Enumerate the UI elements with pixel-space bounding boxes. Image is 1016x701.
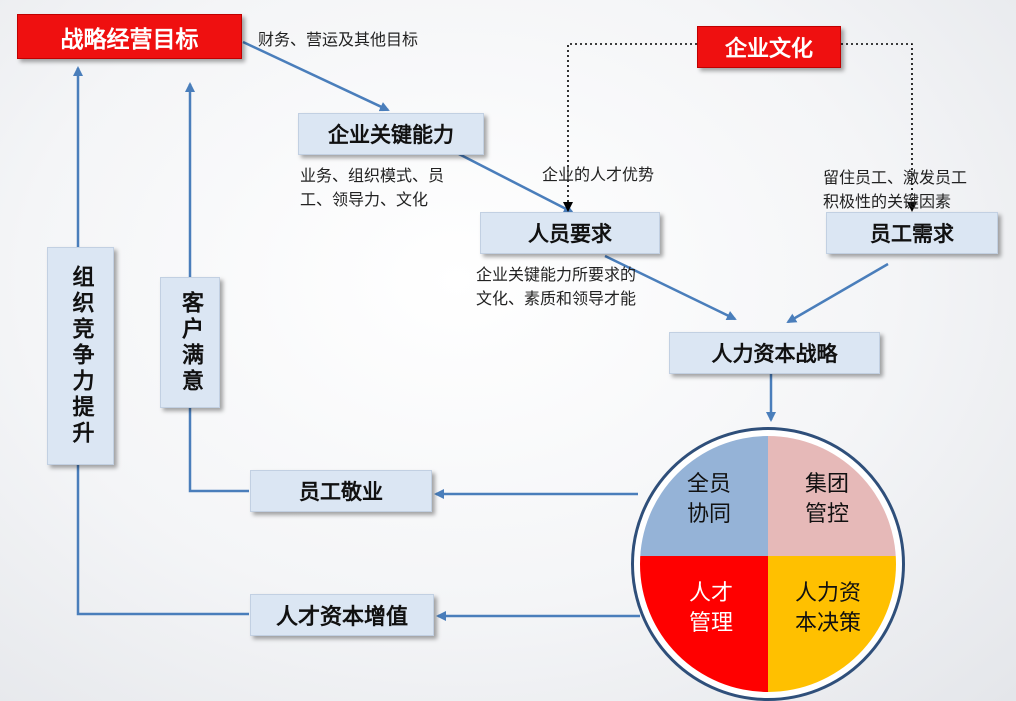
key-capability-box: 企业关键能力 <box>298 113 484 155</box>
hr-strategy-box: 人力资本战略 <box>669 332 880 374</box>
hr-wheel: 全员 协同 集团 管控 人才 管理 人力资 本决策 <box>640 436 896 692</box>
talent-advantage-note: 企业的人才优势 <box>542 165 655 184</box>
goals-note: 财务、营运及其他目标 <box>258 30 419 49</box>
employee-needs-box: 员工需求 <box>826 212 998 254</box>
culture-box: 企业文化 <box>697 26 841 68</box>
dotted-culture-to-needs <box>841 43 917 212</box>
requirements-note: 企业关键能力所要求的 文化、素质和领导才能 <box>476 265 637 308</box>
arrow-goals-to-capability <box>242 40 390 112</box>
engagement-box: 员工敬业 <box>250 470 432 512</box>
retention-note: 留住员工、激发员工 积极性的关键因素 <box>823 168 968 211</box>
capability-note: 业务、组织模式、员 工、领导力、文化 <box>300 166 445 209</box>
people-requirements-box: 人员要求 <box>480 212 660 254</box>
strategic-goals-box: 战略经营目标 <box>17 14 242 59</box>
capital-appreciation-box: 人才资本增值 <box>250 594 434 636</box>
arrow-people-to-hr <box>604 254 737 321</box>
customer-satisfaction-box: 客户满意 <box>160 277 220 408</box>
arrow-engagement-to-goals <box>185 82 249 493</box>
org-competitiveness-box: 组织竞争力提升 <box>47 247 114 465</box>
wheel-quadrant-collaboration: 全员 协同 <box>640 436 768 556</box>
wheel-quadrant-talent-management: 人才 管理 <box>640 556 768 692</box>
arrow-capability-to-people <box>454 150 574 214</box>
wheel-quadrant-group-control: 集团 管控 <box>768 436 896 556</box>
wheel-quadrant-capital-decision: 人力资 本决策 <box>768 556 896 692</box>
arrow-needs-to-hr <box>786 262 889 324</box>
